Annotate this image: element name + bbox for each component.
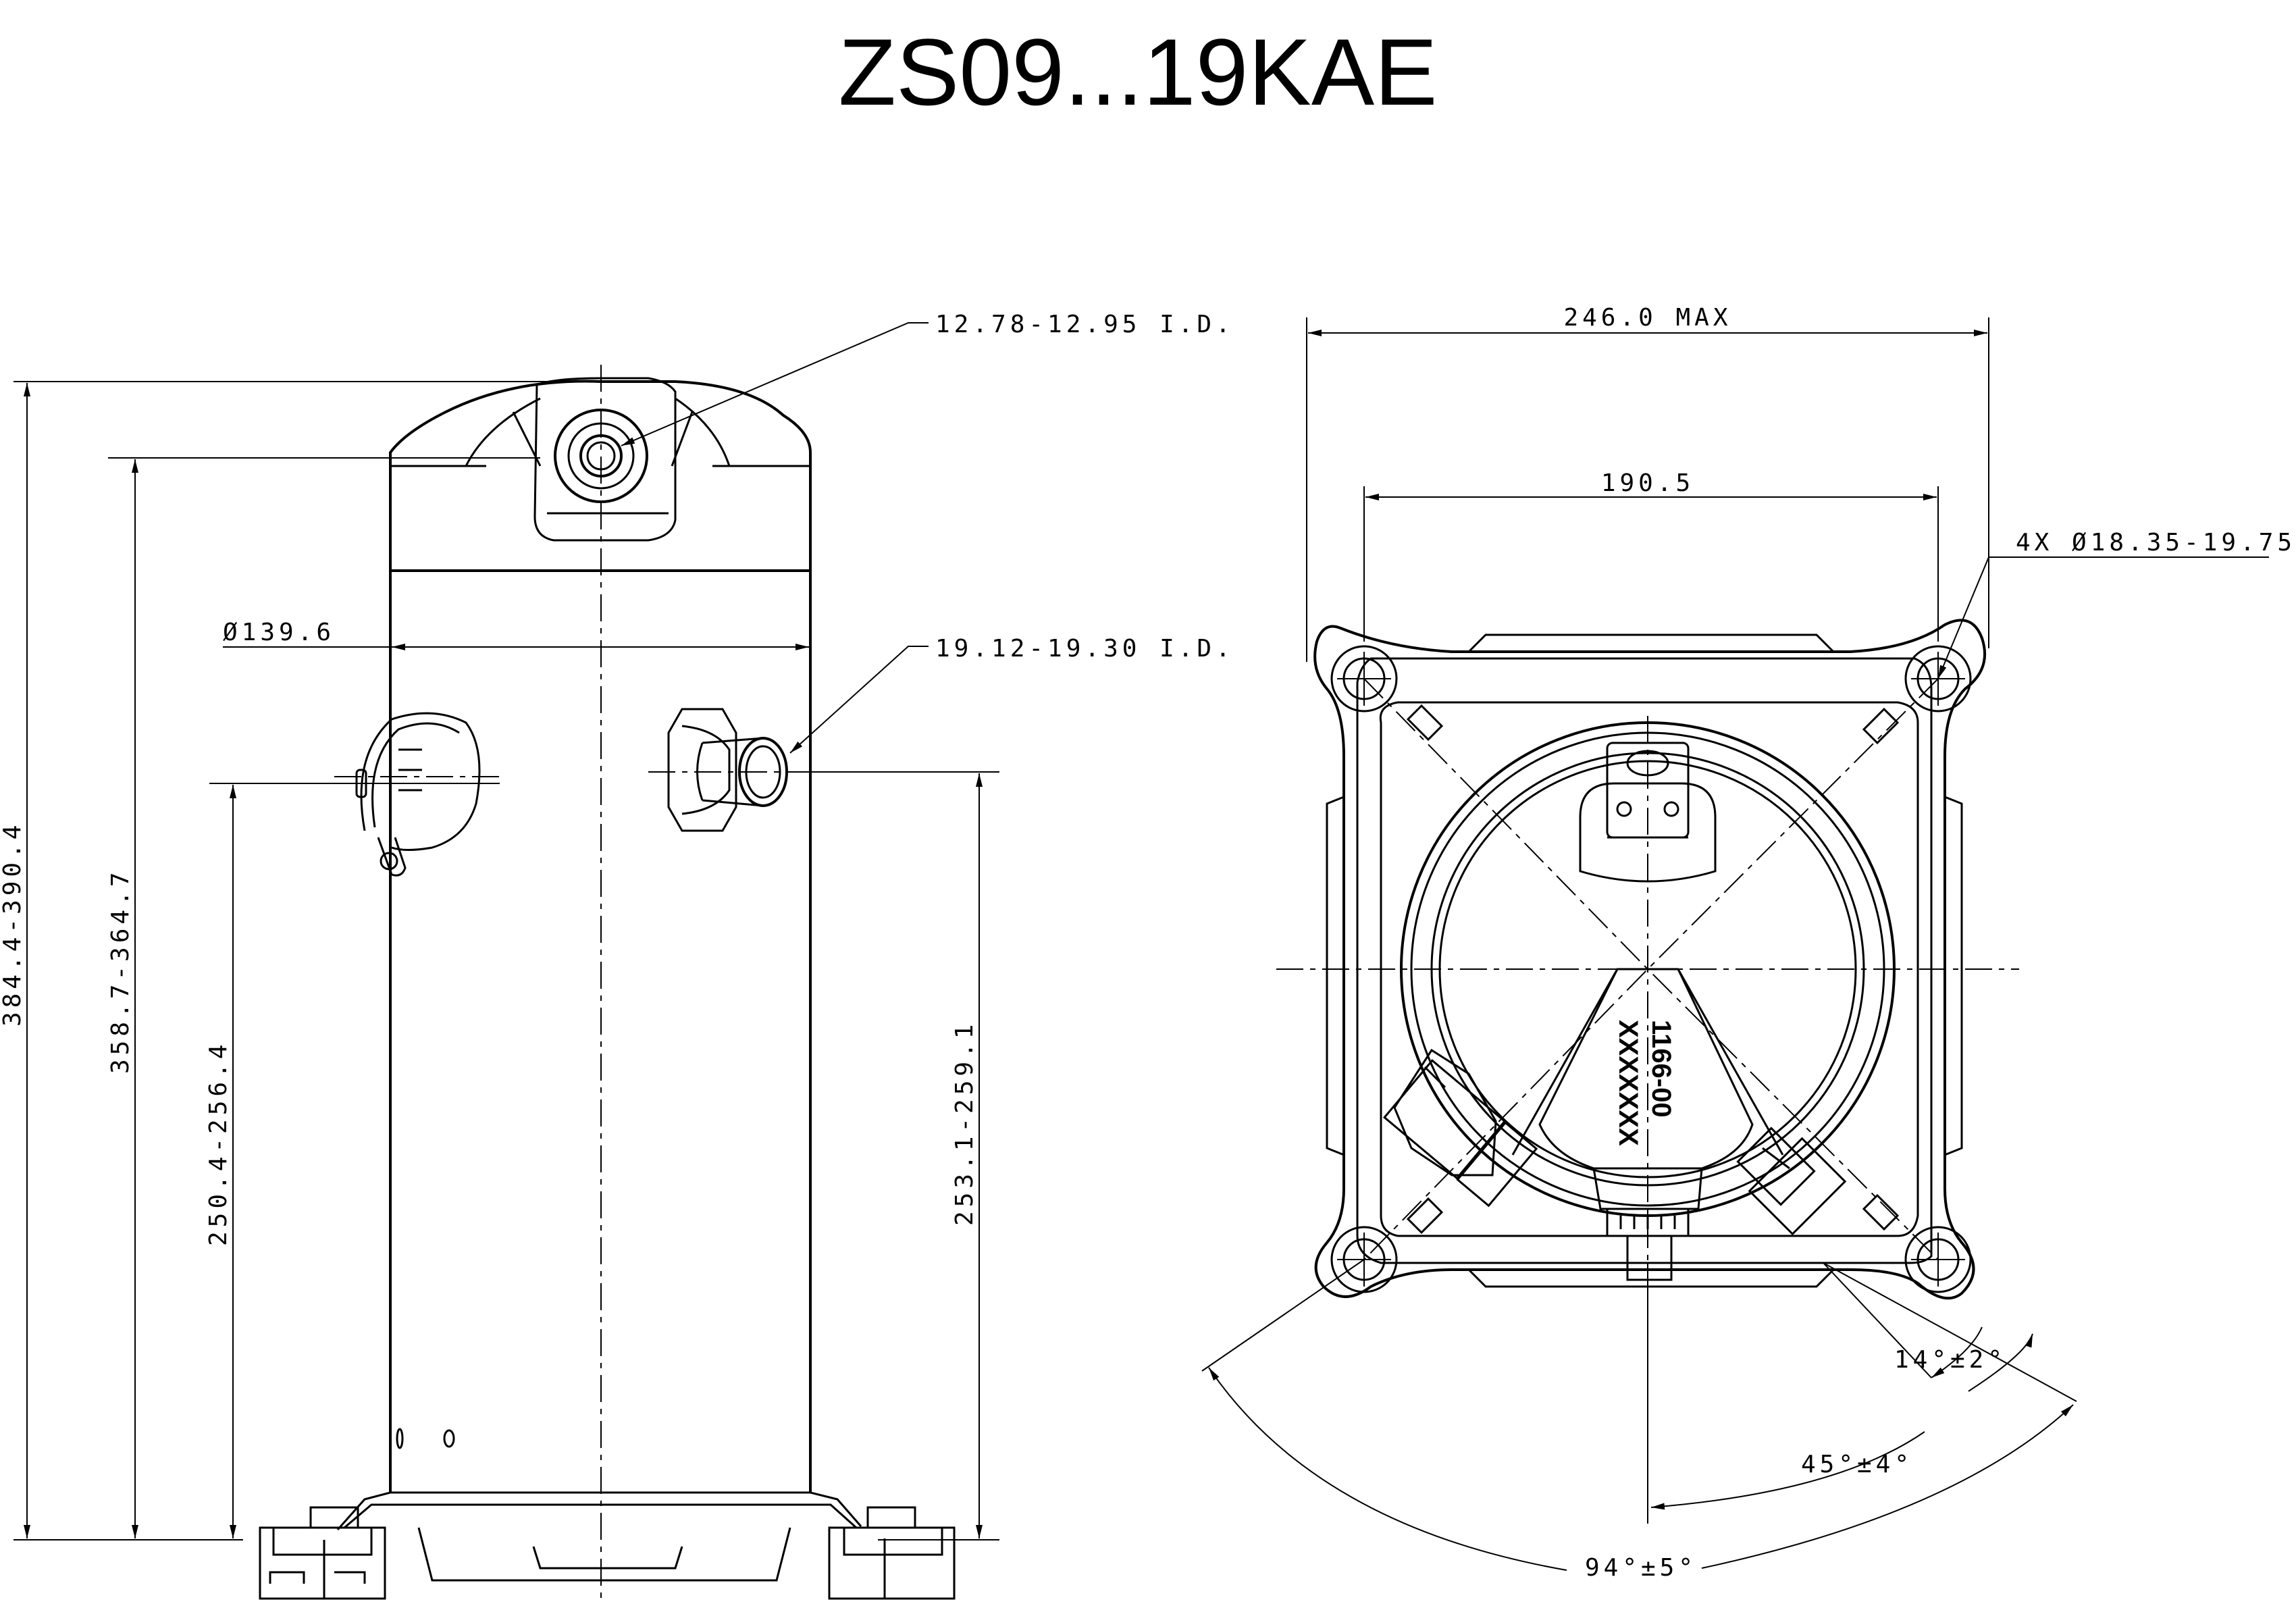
side-view: 12.78-12.95 I.D. 19.12-19.30 I.D. Ø139.6… [0,311,1234,1601]
suction-id-label: 12.78-12.95 I.D. [935,311,1234,338]
terminal-height-label: 250.4-256.4 [205,1041,232,1246]
mounting-base [259,1491,956,1600]
overall-height-label: 384.4-390.4 [0,821,26,1027]
discharge-height-label: 253.1-259.1 [951,1020,979,1226]
bolt-spacing-label: 190.5 [1601,469,1694,497]
terminal-box [355,712,481,877]
top-view: 1166-00 XXXXXXX 246.0 MAX 190.5 4X Ø18.3… [1201,304,2296,1582]
terminal-plug-top [1736,1126,1847,1236]
discharge-id-label: 19.12-19.30 I.D. [935,635,1234,663]
discharge-fitting-top [1383,1048,1538,1208]
base-plate [1313,619,1987,1300]
max-width-label: 246.0 MAX [1563,304,1731,332]
drawing-title: ZS09...19KAE [838,19,1437,125]
mount-holes-label: 4X Ø18.35-19.75 [2016,529,2296,556]
angle-94-label: 94°±5° [1585,1554,1697,1582]
terminal-hood [1511,968,1784,1281]
discharge-fitting [667,708,788,832]
shell-diameter-label: Ø139.6 [223,619,335,646]
angle-14-label: 14°±2° [1894,1346,2006,1374]
shoulder-height-label: 358.7-364.7 [107,869,134,1074]
angle-45-label: 45°±4° [1801,1451,1913,1478]
marking-line1: 1166-00 [1646,1020,1676,1118]
marking-line2: XXXXXXX [1613,1020,1643,1146]
